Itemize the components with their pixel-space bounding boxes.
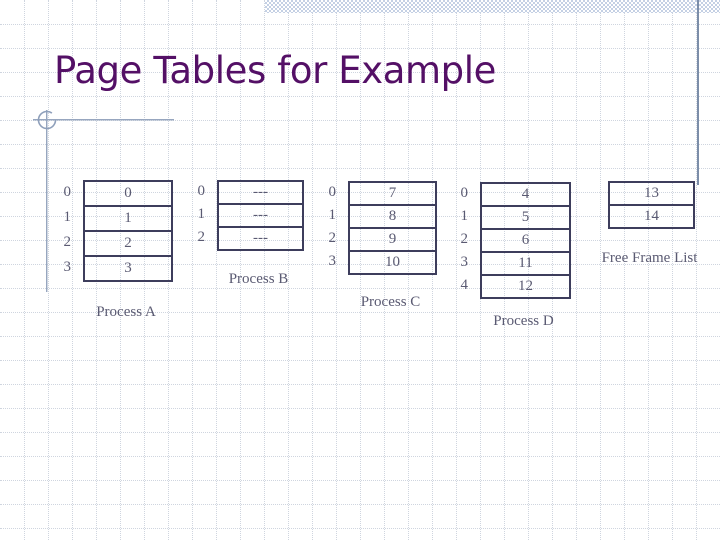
grid-line: [552, 0, 553, 540]
caption-process_d: Process D: [493, 313, 554, 329]
grid-line: [408, 0, 409, 540]
table-row: 12: [518, 278, 533, 294]
table-row: 0: [85, 182, 171, 207]
slide-title: Page Tables for Example: [54, 49, 497, 92]
grid-line: [648, 0, 649, 540]
table-row: 5: [482, 207, 569, 230]
grid-line: [24, 0, 25, 540]
page-index: 1: [328, 207, 337, 223]
page-index: 3: [63, 259, 72, 275]
grid-line: [48, 0, 49, 540]
index-column-process_d: 0 1 2 3 4: [432, 182, 469, 297]
grid-line: [624, 0, 625, 540]
grid-line: [312, 0, 313, 540]
grid-line: [288, 0, 289, 540]
grid-line: [168, 0, 169, 540]
grid-line: [528, 0, 529, 540]
vertical-rule-decoration: [46, 110, 47, 292]
table-row: ---: [253, 230, 268, 246]
grid-line: [216, 0, 217, 540]
page-index: 0: [328, 184, 337, 200]
grid-line: [456, 0, 457, 540]
page-table-process_b: ---------: [217, 180, 304, 251]
page-index: 2: [328, 230, 337, 246]
page-index: 0: [460, 185, 469, 201]
page-index: 1: [197, 206, 206, 222]
page-index: 1: [63, 209, 72, 225]
table-row: 6: [482, 230, 569, 253]
page-index: 3: [328, 253, 337, 269]
table-row: 11: [482, 253, 569, 276]
right-edge-line: [697, 0, 699, 185]
table-row: 1: [85, 207, 171, 232]
table-row: 8: [350, 206, 435, 229]
grid-line: [120, 0, 121, 540]
index-column-process_b: 0 1 2: [169, 180, 206, 249]
page-index: 3: [460, 254, 469, 270]
page-index: 2: [197, 229, 206, 245]
grid-line: [432, 0, 433, 540]
table-row: 4: [482, 184, 569, 207]
grid-line: [504, 0, 505, 540]
grid-line: [360, 0, 361, 540]
table-row: 13: [610, 183, 693, 206]
index-column-process_a: 0 1 2 3: [35, 180, 72, 280]
page-index: 0: [63, 184, 72, 200]
table-row: 2: [85, 232, 171, 257]
compass-circle-icon: [37, 110, 57, 130]
table-row: 3: [124, 260, 132, 276]
caption-process_b: Process B: [228, 271, 289, 287]
top-dotted-band: [265, 0, 720, 13]
caption-process_a: Process A: [96, 304, 156, 320]
table-row: ---: [219, 205, 302, 228]
grid-line: [576, 0, 577, 540]
grid-line: [264, 0, 265, 540]
grid-line: [696, 0, 697, 540]
grid-line: [72, 0, 73, 540]
page-index: 2: [460, 231, 469, 247]
index-column-process_c: 0 1 2 3: [300, 181, 337, 273]
table-row: 7: [350, 183, 435, 206]
grid-line: [672, 0, 673, 540]
grid-line: [144, 0, 145, 540]
page-index: 1: [460, 208, 469, 224]
page-index: 4: [460, 277, 469, 293]
caption-process_c: Process C: [360, 294, 421, 310]
grid-line: [192, 0, 193, 540]
grid-line: [384, 0, 385, 540]
caption-free_frame_list: Free Frame List: [601, 250, 698, 266]
horizontal-rule-decoration: [33, 119, 174, 120]
grid-line: [96, 0, 97, 540]
grid-line: [336, 0, 337, 540]
table-row: 10: [385, 254, 400, 270]
grid-line: [240, 0, 241, 540]
table-row: 14: [644, 208, 659, 224]
page-index: 0: [197, 183, 206, 199]
table-row: 9: [350, 229, 435, 252]
table-row: ---: [219, 182, 302, 205]
page-index: 2: [63, 234, 72, 250]
grid-line: [600, 0, 601, 540]
